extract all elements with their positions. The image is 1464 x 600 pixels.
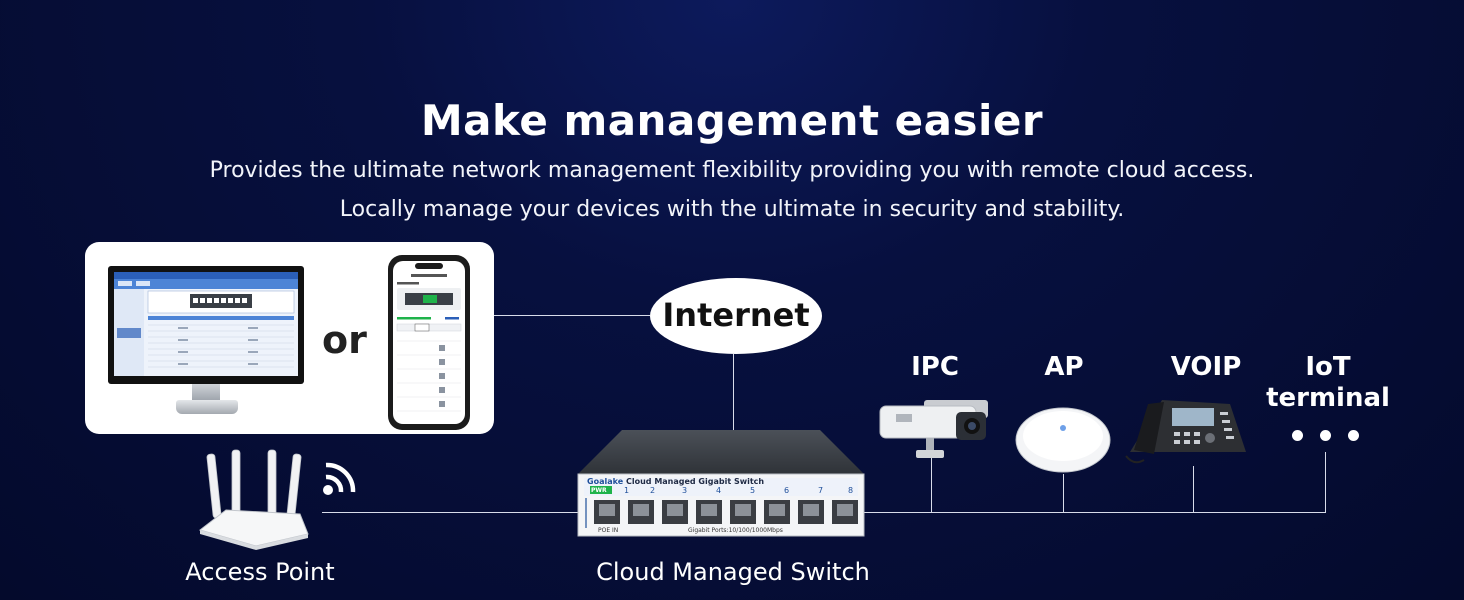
voip-label: VOIP [1170,352,1242,382]
switch-label: Cloud Managed Switch [596,558,870,586]
switch-port-label-7: 7 [818,486,824,495]
voip-phone-icon [1125,400,1246,464]
subtitle-line-1: Provides the ultimate network management… [209,158,1255,183]
switch-model-text: Cloud Managed Gigabit Switch [626,477,765,486]
line-ap-to-switch [322,512,578,513]
iot-label-line-1: IoT [1305,352,1351,382]
access-point-label: Access Point [185,558,335,586]
line-drop-voip [1193,466,1194,512]
iot-label-line-2: terminal [1266,383,1390,413]
iot-terminal-label: IoT terminal [1266,352,1390,414]
ap-label: AP [1044,352,1084,382]
wifi-signal-icon [323,462,356,495]
switch-ports-caption: Gigabit Ports:10/100/1000Mbps [688,527,783,534]
switch-poe-label: POE IN [598,527,619,534]
switch-port-label-5: 5 [750,486,756,495]
more-dot-3 [1348,430,1359,441]
subtitle-line-2: Locally manage your devices with the ult… [339,197,1125,222]
line-drop-ap [1063,474,1064,512]
more-dot-1 [1292,430,1303,441]
app-ui-screen [393,261,465,424]
line-switch-to-endpoints [862,512,1326,513]
switch-port-label-4: 4 [716,486,722,495]
web-ui-screen [114,272,298,376]
switch-brand: Goalake [587,477,624,486]
switch-port-label-8: 8 [848,486,854,495]
access-point-router-icon [198,449,309,550]
line-internet-to-switch [733,354,734,460]
switch-pwr-label: PWR [591,487,607,494]
or-label: or [322,318,367,362]
line-panel-to-internet [494,315,650,316]
ip-camera-icon [879,400,988,458]
internet-label: Internet [662,296,810,334]
switch-port-label-1: 1 [624,486,630,495]
more-dot-2 [1320,430,1331,441]
internet-cloud [650,278,822,354]
app-ui-illustration [396,263,462,412]
switch-port-label-3: 3 [682,486,688,495]
monitor-base [176,400,238,414]
line-drop-ipc [931,454,932,512]
switch-port-label-6: 6 [784,486,790,495]
wireless-ap-icon [1015,407,1111,473]
web-ui-illustration [114,272,298,376]
page-title: Make management easier [420,96,1044,145]
monitor-stand [192,384,220,402]
switch-port-label-2: 2 [650,486,656,495]
cloud-managed-switch-icon [577,430,865,537]
ipc-label: IPC [911,352,959,382]
line-drop-iot [1325,452,1326,512]
